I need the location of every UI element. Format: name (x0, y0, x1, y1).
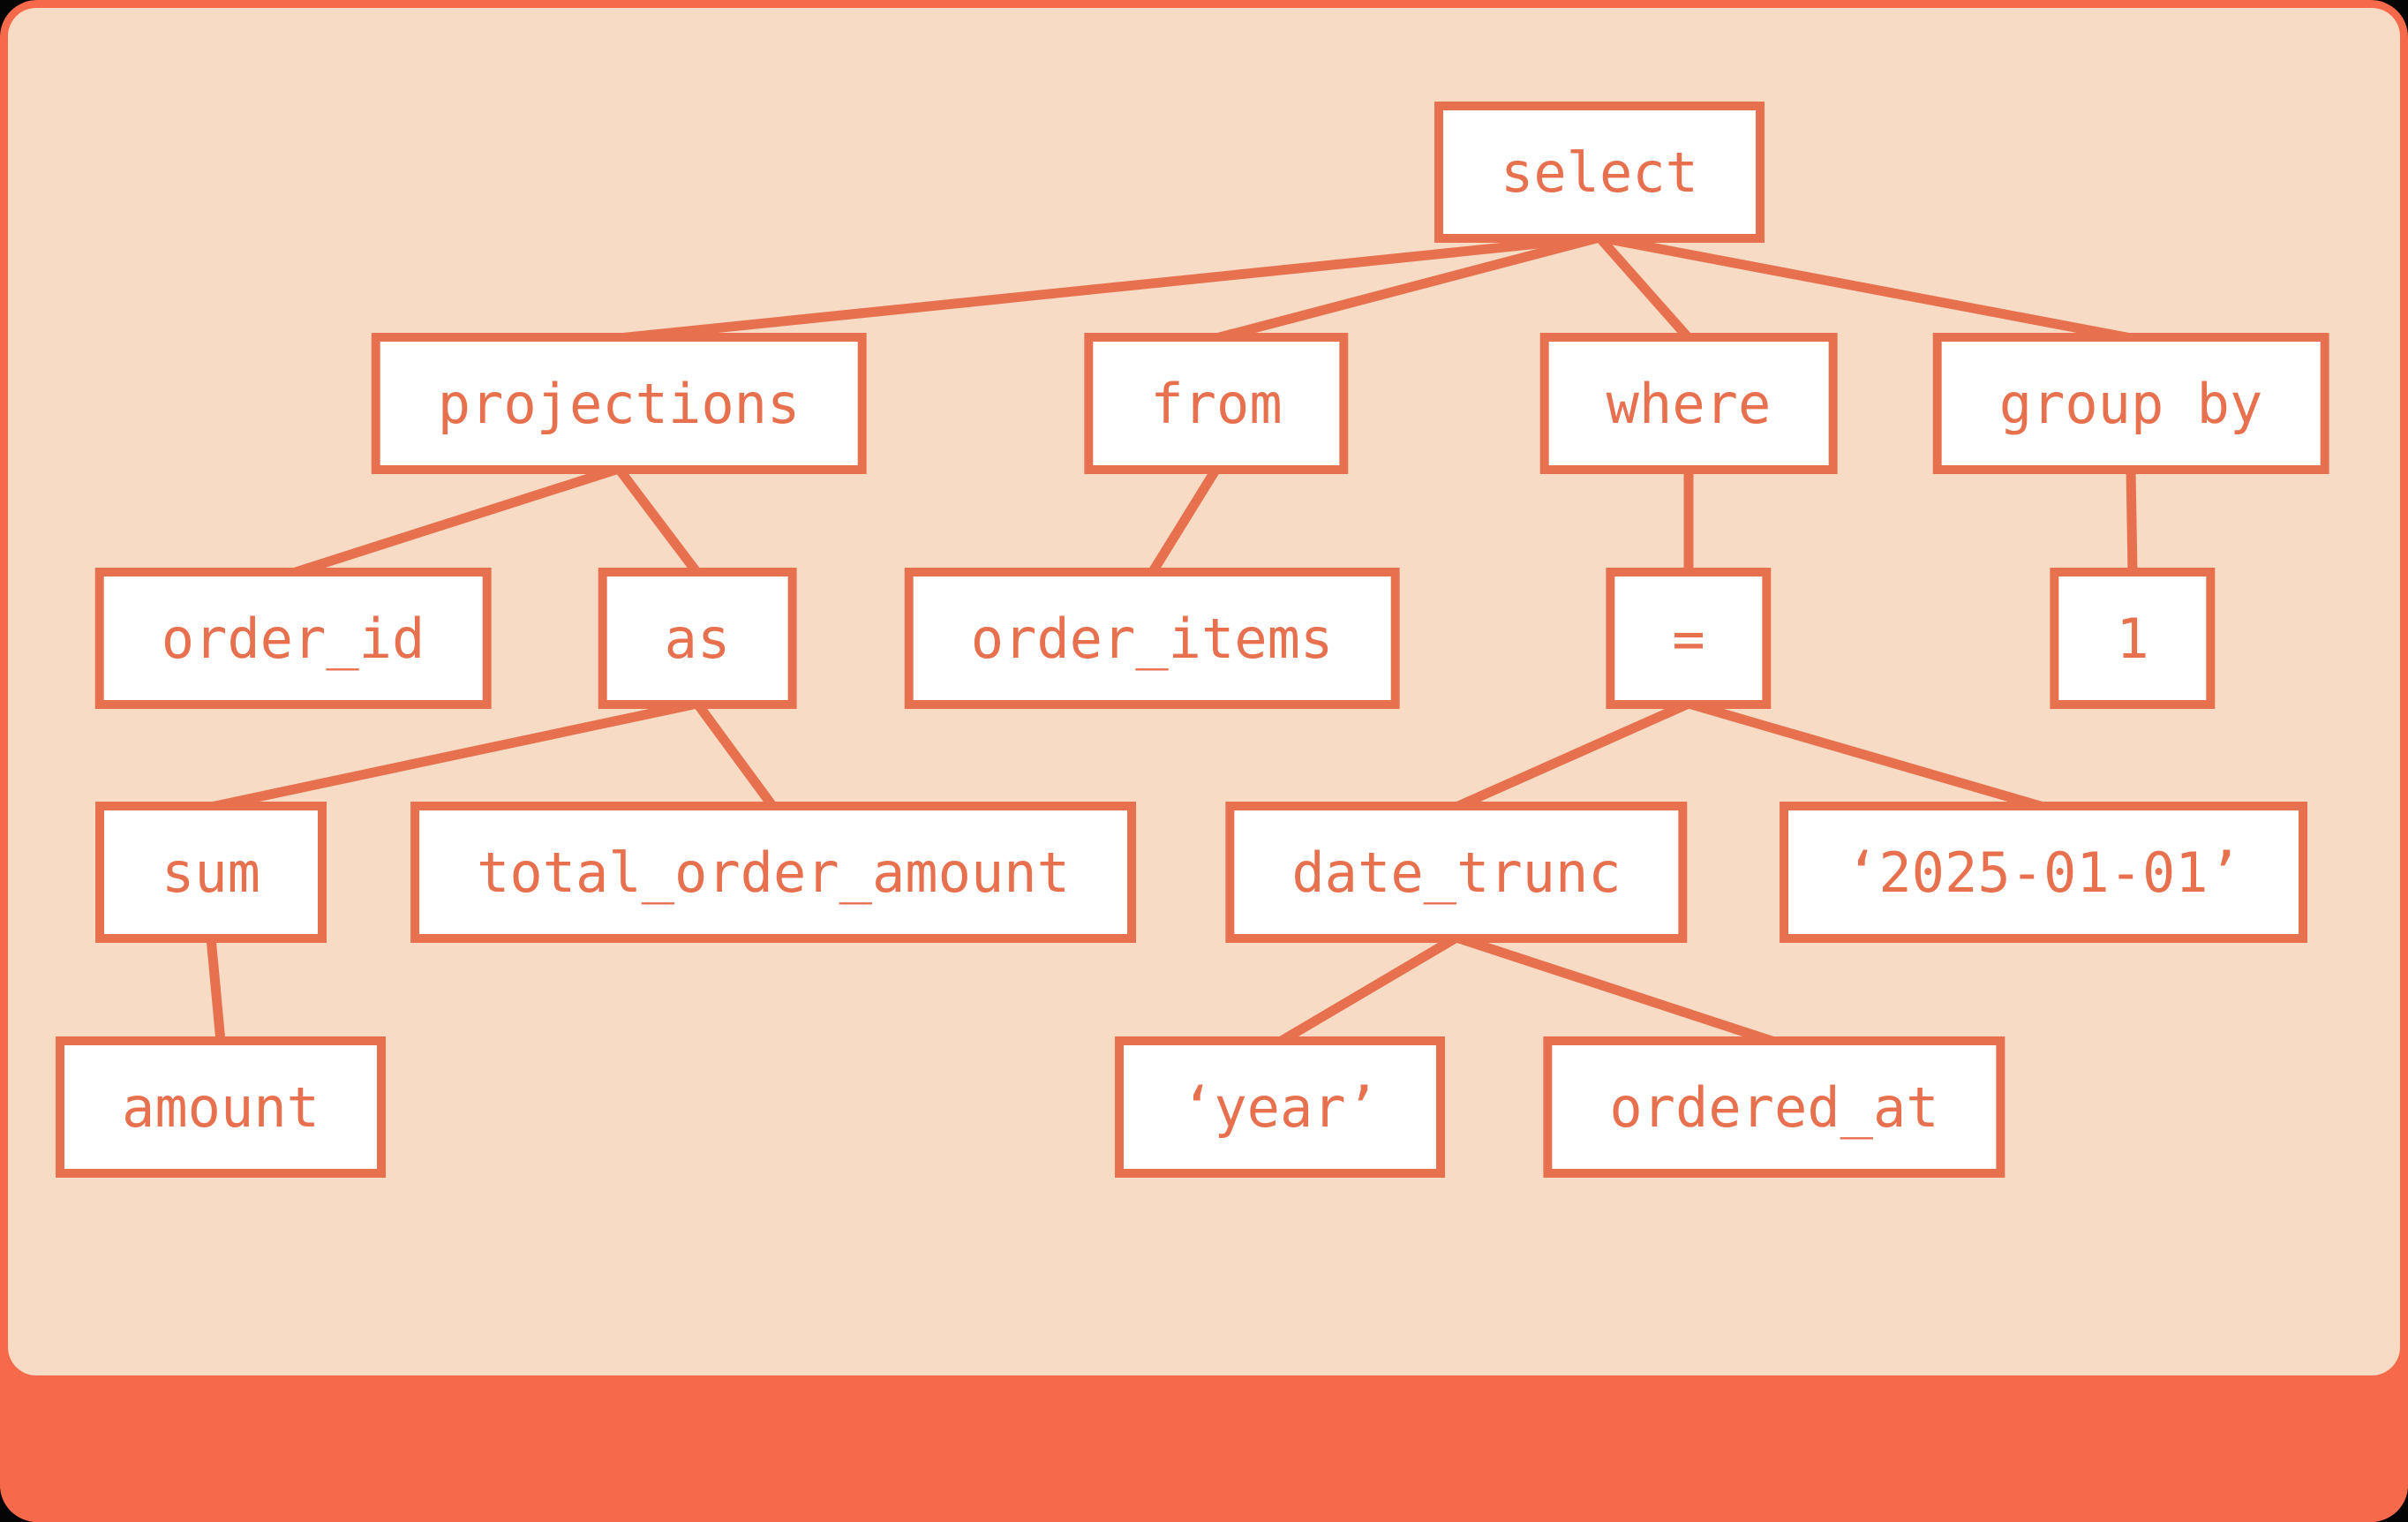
tree-node-one: 1 (2050, 568, 2216, 709)
edge-sum-amount (206, 937, 226, 1043)
edge-date_trunc-year_literal (1277, 933, 1459, 1046)
edge-group_by-one (2126, 468, 2138, 574)
tree-node-date_trunc: date_trunc (1225, 802, 1688, 943)
edge-eq-date_trunc (1454, 698, 1691, 812)
tree-node-eq: = (1606, 568, 1772, 709)
tree-node-from: from (1084, 333, 1349, 474)
edge-date_trunc-ordered_at (1455, 932, 1776, 1047)
tree-node-projections: projections (371, 333, 867, 474)
tree-node-ordered_at: ordered_at (1543, 1036, 2005, 1178)
edge-projections-order_id (291, 463, 621, 578)
tree-node-group_by: group by (1932, 333, 2329, 474)
tree-node-where: where (1539, 333, 1838, 474)
tree-node-amount: amount (56, 1036, 386, 1178)
tree-node-select: select (1434, 102, 1765, 243)
edge-select-group_by (1598, 232, 2133, 343)
footer-bar: Syntax Tree (0, 1375, 2408, 1522)
tree-node-year_literal: ‘year’ (1115, 1036, 1445, 1178)
edge-as-sum (209, 698, 699, 812)
edge-from-order_items (1148, 466, 1221, 576)
tree-node-order_items: order_items (904, 568, 1400, 709)
edge-as-total_order_amount (693, 700, 778, 810)
edge-eq-date_literal (1687, 698, 2045, 812)
edge-select-from (1215, 232, 1601, 343)
tree-node-as: as (598, 568, 797, 709)
edge-projections-as (614, 465, 702, 576)
tree-node-sum: sum (95, 802, 327, 943)
tree-node-order_id: order_id (94, 568, 492, 709)
tree-node-total_order_amount: total_order_amount (410, 802, 1136, 943)
tree-node-date_literal: ‘2025-01-01’ (1780, 802, 2307, 943)
edge-select-where (1595, 234, 1693, 342)
edge-select-projections (618, 232, 1600, 343)
